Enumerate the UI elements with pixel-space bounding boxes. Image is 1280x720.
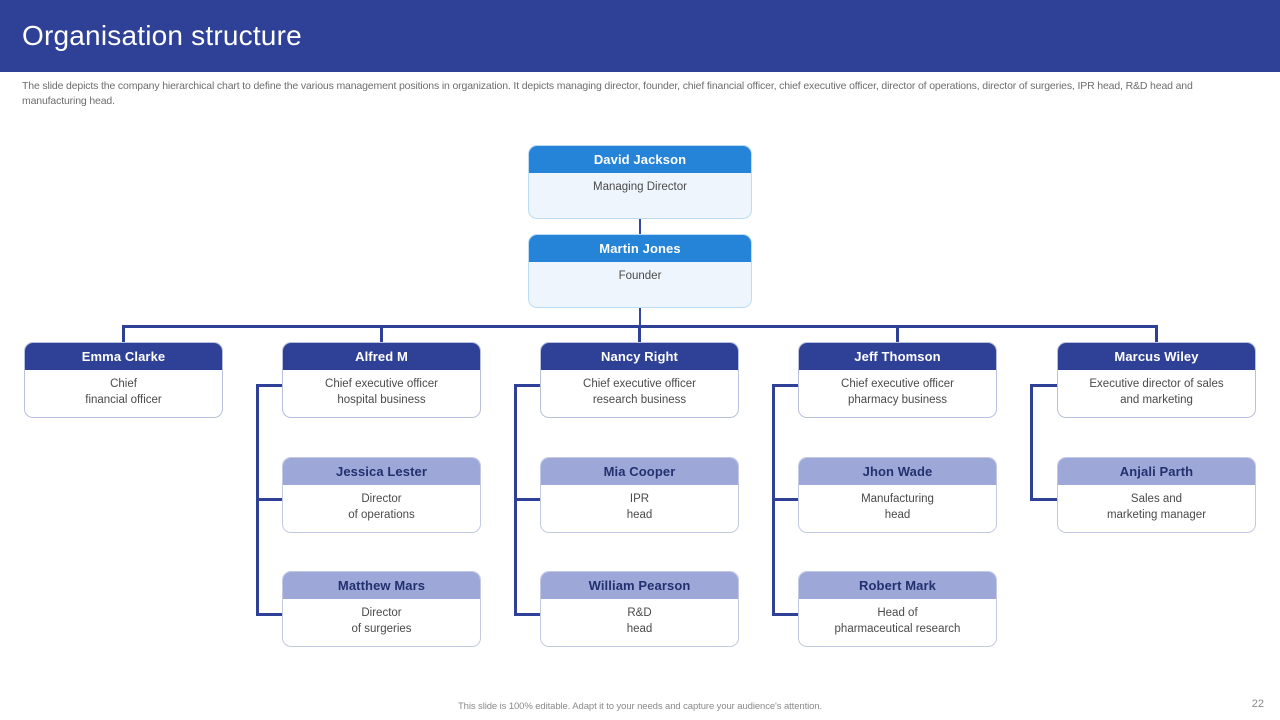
org-node-marcus-wiley[interactable]: Marcus Wiley Executive director of sales… [1057,342,1256,418]
org-node-name: Anjali Parth [1058,458,1255,485]
footer-note: This slide is 100% editable. Adapt it to… [457,701,823,712]
org-node-role: Chief financial officer [25,370,222,408]
org-node-role: Head of pharmaceutical research [799,599,996,637]
org-node-david-jackson[interactable]: David Jackson Managing Director [528,145,752,219]
connector-alfred-stub-matthew [256,613,284,616]
connector-jeff-stub-robert [772,613,800,616]
org-node-mia-cooper[interactable]: Mia Cooper IPR head [540,457,739,533]
org-node-jhon-wade[interactable]: Jhon Wade Manufacturing head [798,457,997,533]
org-node-role: Director of operations [283,485,480,523]
connector-nancy-stub-mia [514,498,542,501]
connector-drop-marcus [1155,325,1158,343]
org-node-name: Jessica Lester [283,458,480,485]
connector-drop-nancy [638,325,641,343]
connector-marcus-stub-anjali [1030,498,1058,501]
org-node-role: Sales and marketing manager [1058,485,1255,523]
org-node-name: Emma Clarke [25,343,222,370]
org-node-role: Director of surgeries [283,599,480,637]
org-node-name: Robert Mark [799,572,996,599]
org-node-alfred-m[interactable]: Alfred M Chief executive officer hospita… [282,342,481,418]
org-node-nancy-right[interactable]: Nancy Right Chief executive officer rese… [540,342,739,418]
page-title: Organisation structure [22,20,302,51]
connector-drop-jeff [896,325,899,343]
org-node-emma-clarke[interactable]: Emma Clarke Chief financial officer [24,342,223,418]
org-node-anjali-parth[interactable]: Anjali Parth Sales and marketing manager [1057,457,1256,533]
org-node-role: Chief executive officer hospital busines… [283,370,480,408]
slide-description: The slide depicts the company hierarchic… [22,80,1193,107]
connector-marcus-spine [1030,384,1033,501]
org-node-role: Founder [529,262,751,285]
slide-header-bar: Organisation structure [0,0,1280,72]
org-node-robert-mark[interactable]: Robert Mark Head of pharmaceutical resea… [798,571,997,647]
org-node-name: David Jackson [529,146,751,173]
org-node-name: Nancy Right [541,343,738,370]
connector-nancy-stub-william [514,613,542,616]
org-node-role: Executive director of sales and marketin… [1058,370,1255,408]
org-node-role: Chief executive officer pharmacy busines… [799,370,996,408]
connector-david-to-martin [639,218,641,234]
org-node-name: Alfred M [283,343,480,370]
org-node-role: IPR head [541,485,738,523]
org-node-role: Managing Director [529,173,751,196]
org-node-name: Matthew Mars [283,572,480,599]
connector-jeff-stub-jhon [772,498,800,501]
org-node-jeff-thomson[interactable]: Jeff Thomson Chief executive officer pha… [798,342,997,418]
connector-jeff-stub-top [772,384,800,387]
org-node-name: Jhon Wade [799,458,996,485]
org-node-jessica-lester[interactable]: Jessica Lester Director of operations [282,457,481,533]
org-node-william-pearson[interactable]: William Pearson R&D head [540,571,739,647]
connector-alfred-stub-jessica [256,498,284,501]
connector-nancy-stub-top [514,384,542,387]
connector-marcus-stub-top [1030,384,1058,387]
connector-drop-emma [122,325,125,343]
org-node-name: Jeff Thomson [799,343,996,370]
connector-martin-drop [639,306,641,326]
org-node-name: Martin Jones [529,235,751,262]
org-node-martin-jones[interactable]: Martin Jones Founder [528,234,752,308]
org-node-name: Marcus Wiley [1058,343,1255,370]
org-node-name: Mia Cooper [541,458,738,485]
org-node-role: R&D head [541,599,738,637]
page-number: 22 [1251,698,1264,710]
connector-alfred-stub-top [256,384,284,387]
org-node-role: Chief executive officer research busines… [541,370,738,408]
org-node-matthew-mars[interactable]: Matthew Mars Director of surgeries [282,571,481,647]
connector-drop-alfred [380,325,383,343]
org-node-name: William Pearson [541,572,738,599]
org-node-role: Manufacturing head [799,485,996,523]
